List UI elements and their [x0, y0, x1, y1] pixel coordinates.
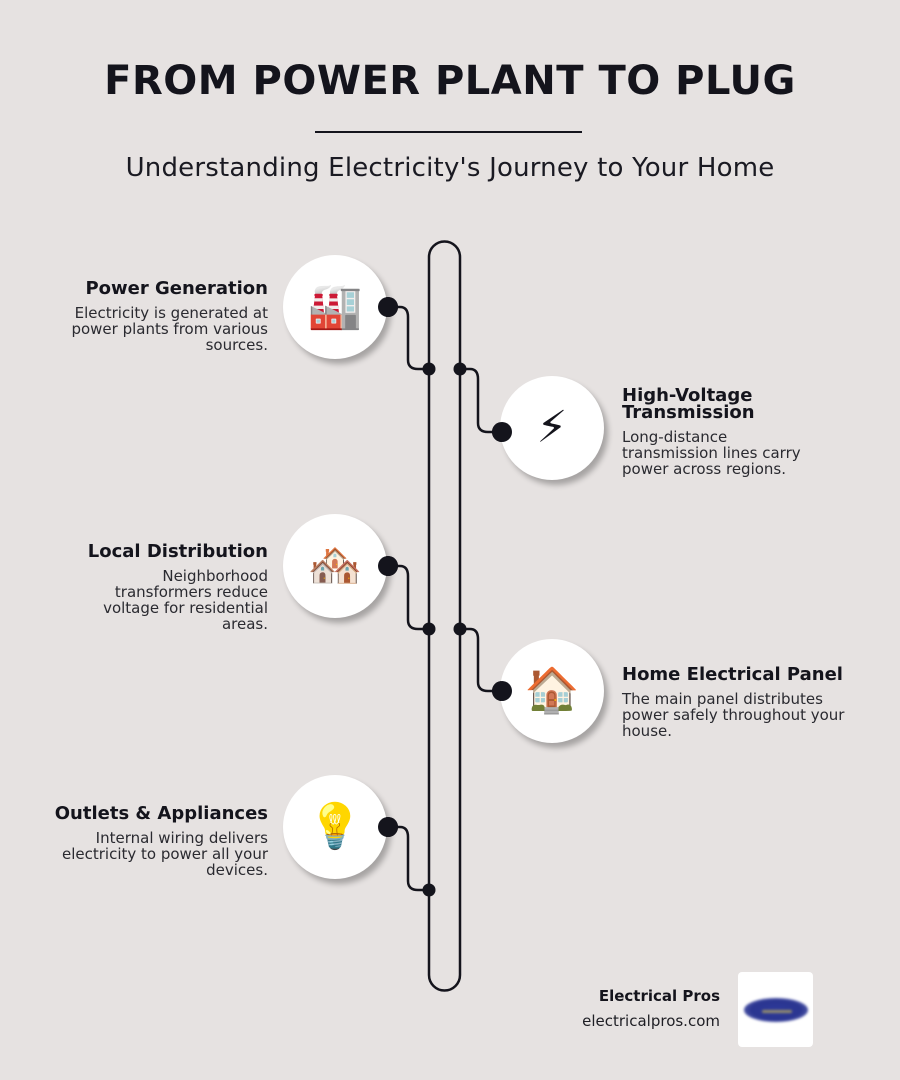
logo-emblem-icon	[743, 997, 808, 1022]
step-4-title: Home Electrical Panel	[622, 664, 843, 685]
step-2-circle: ⚡	[500, 376, 604, 480]
footer-website-link[interactable]: electricalpros.com	[582, 1012, 720, 1030]
node-small-1	[422, 362, 436, 376]
step-5-description: Internal wiring delivers electricity to …	[61, 829, 268, 879]
node-small-4	[453, 622, 467, 636]
step-1-description: Electricity is generated at power plants…	[71, 304, 268, 354]
step-1-text: Power Generation Electricity is generate…	[38, 278, 268, 354]
page-subtitle: Understanding Electricity's Journey to Y…	[125, 153, 775, 183]
step-5-title: Outlets & Appliances	[54, 803, 268, 824]
page-title: FROM POWER PLANT TO PLUG	[104, 58, 796, 104]
lightbulb-icon: 💡	[307, 802, 363, 851]
connector-5	[386, 825, 431, 892]
step-2-title: High-Voltage Transmission	[622, 385, 755, 423]
connector-3	[386, 564, 431, 631]
houses-icon: 🏘️	[307, 541, 363, 590]
step-3-text: Local Distribution Neighborhood transfor…	[38, 541, 268, 633]
step-4-description: The main panel distributes power safely …	[622, 690, 845, 740]
title-divider	[315, 131, 582, 133]
step-5-circle: 💡	[283, 775, 387, 879]
company-logo	[738, 972, 813, 1047]
step-2-text: High-Voltage Transmission Long-distance …	[622, 385, 827, 478]
step-3-description: Neighborhood transformers reduce voltage…	[103, 567, 268, 633]
connector-2	[458, 367, 504, 434]
lightning-icon: ⚡	[536, 403, 568, 452]
connector-4	[458, 627, 504, 693]
step-2-description: Long-distance transmission lines carry p…	[622, 428, 801, 478]
step-1-circle: 🏭	[283, 255, 387, 359]
main-loop-rail	[427, 240, 462, 992]
factory-icon: 🏭	[307, 282, 363, 331]
step-3-circle: 🏘️	[283, 514, 387, 618]
footer-company-name: Electrical Pros	[598, 987, 720, 1005]
house-icon: 🏠	[524, 666, 580, 715]
step-4-text: Home Electrical Panel The main panel dis…	[622, 664, 847, 740]
step-3-title: Local Distribution	[87, 541, 268, 562]
step-5-text: Outlets & Appliances Internal wiring del…	[38, 803, 268, 879]
step-1-title: Power Generation	[85, 278, 268, 299]
node-small-2	[453, 362, 467, 376]
node-small-3	[422, 622, 436, 636]
step-4-circle: 🏠	[500, 639, 604, 743]
node-small-5	[422, 883, 436, 897]
connector-1	[386, 305, 431, 371]
